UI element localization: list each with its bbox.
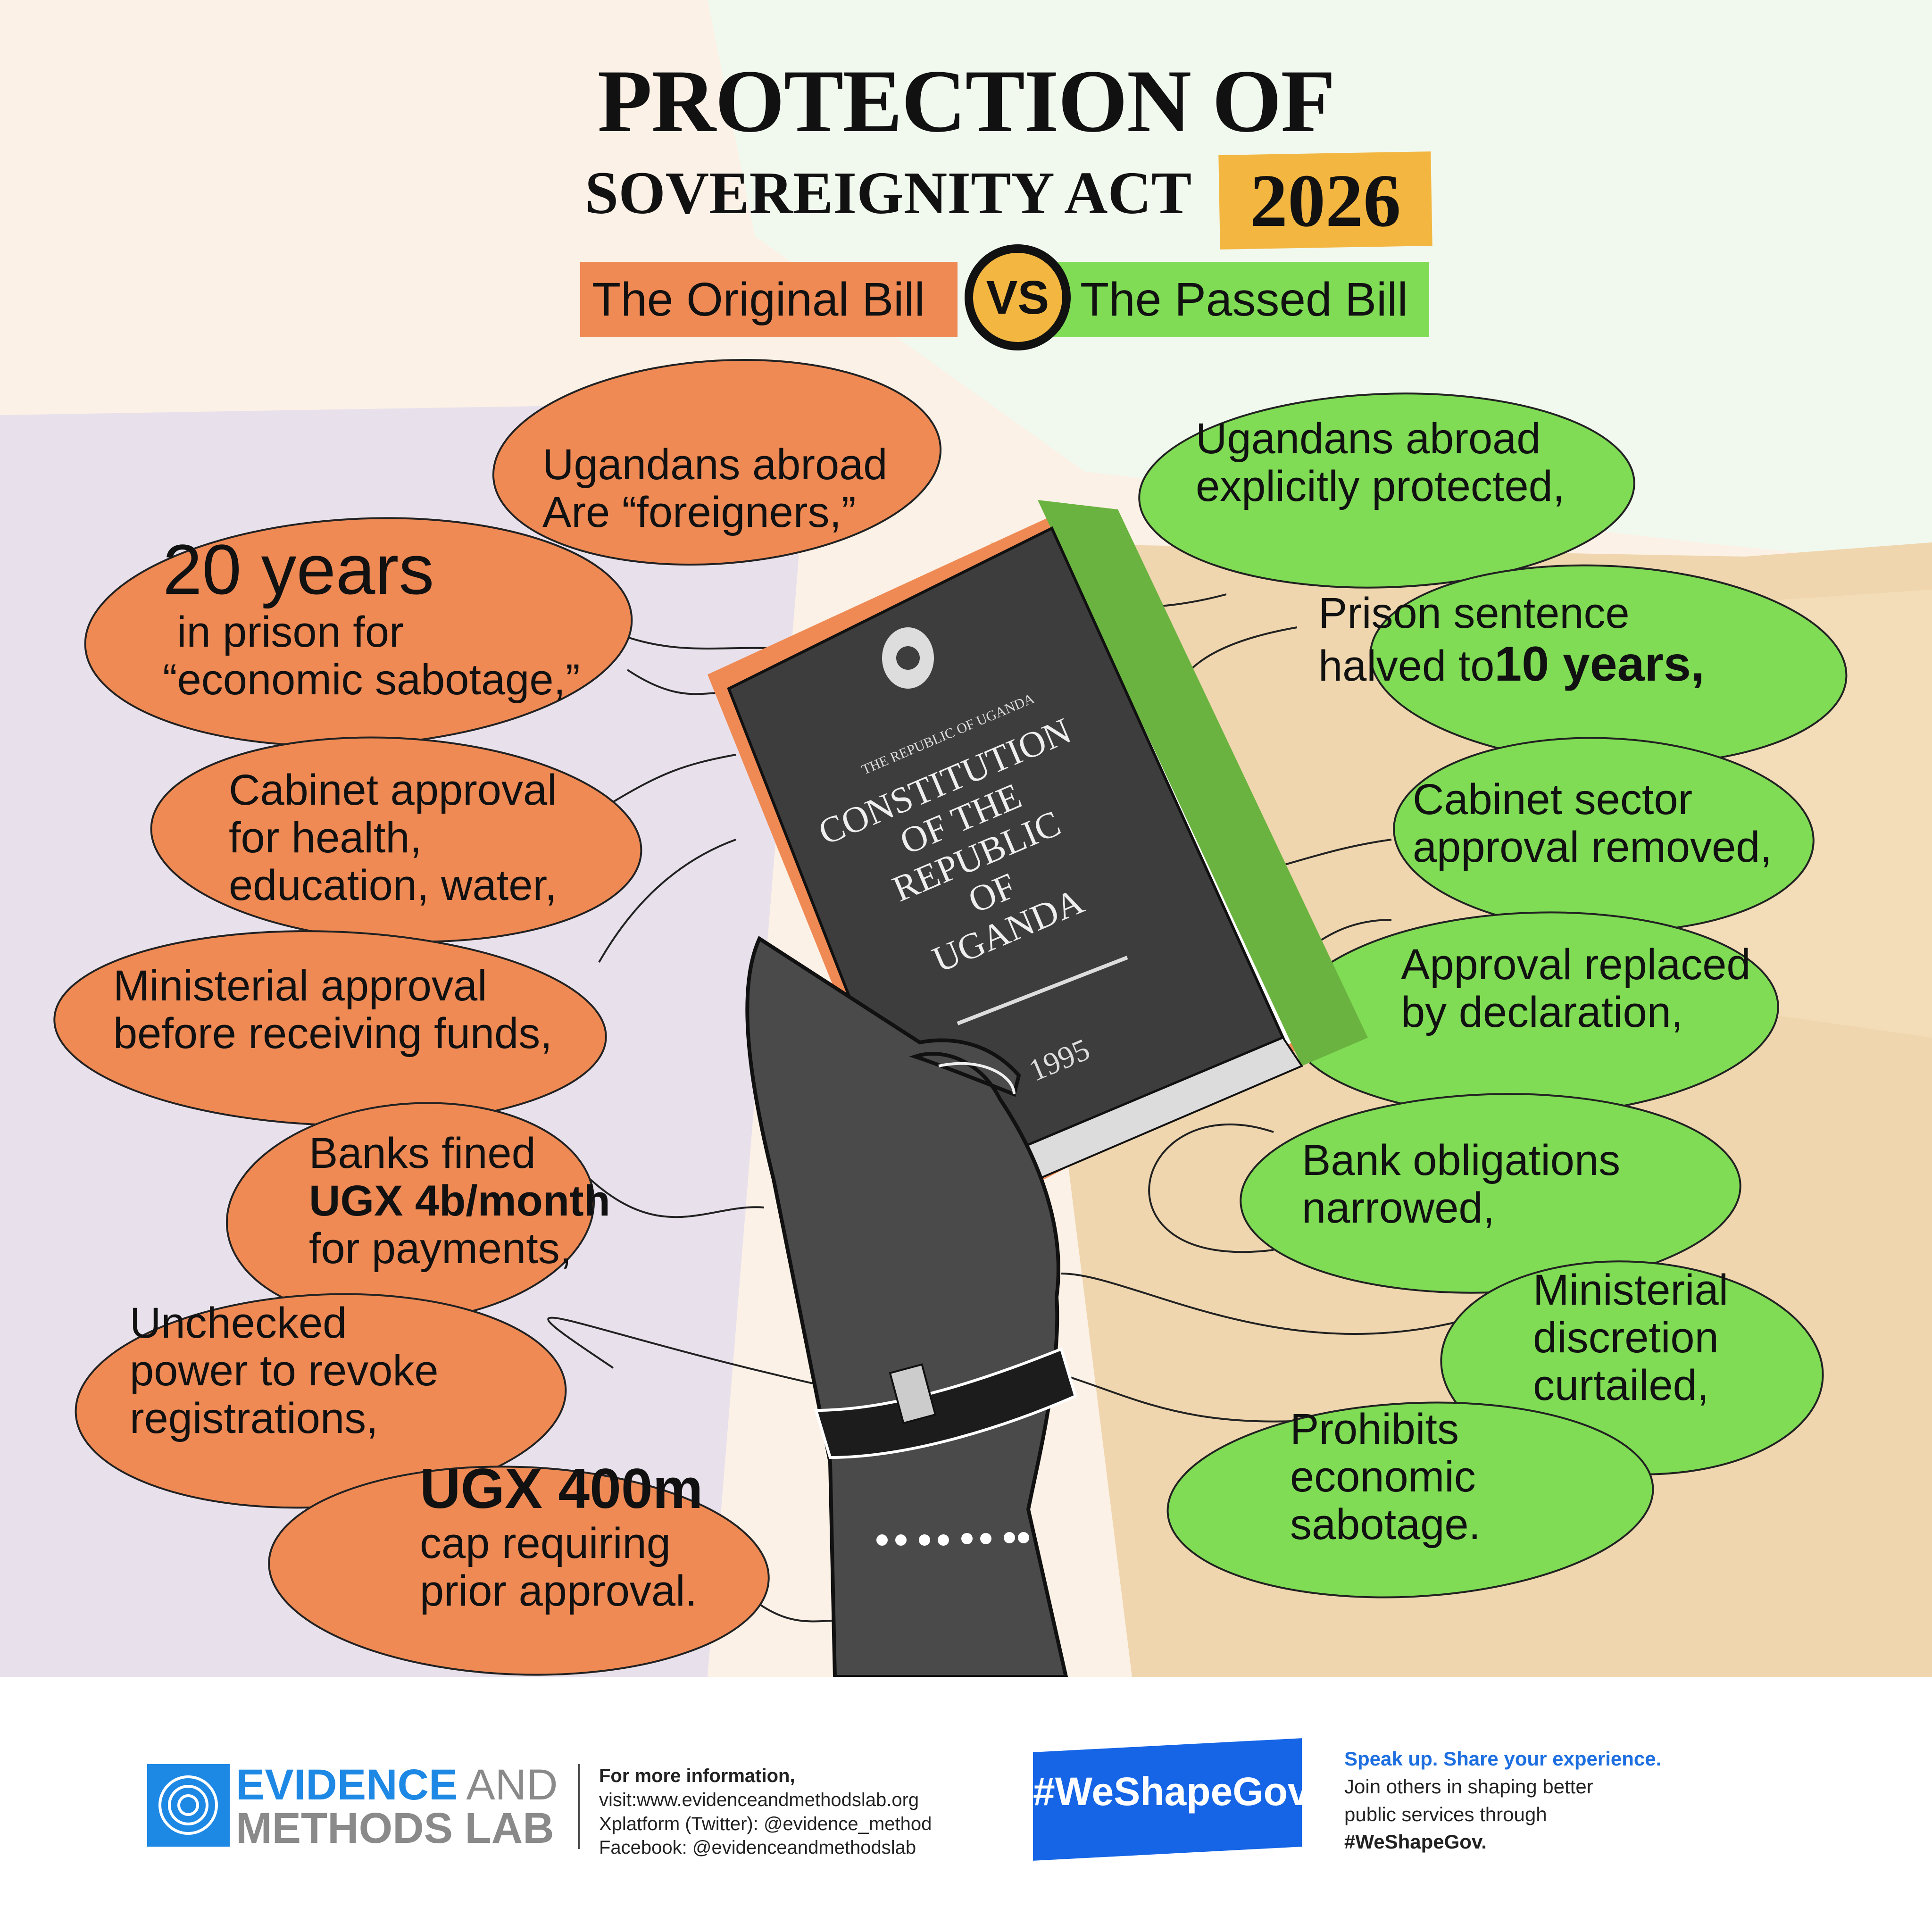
bullet-line: power to revoke <box>130 1347 439 1395</box>
original-bullet-4: Ministerial approval before receiving fu… <box>113 962 552 1058</box>
bullet-line: Cabinet approval <box>229 766 557 814</box>
fingerprint-logo-icon <box>147 1764 230 1847</box>
passed-bullet-4: Approval replaced by declaration, <box>1401 941 1751 1036</box>
org-line-2: METHODS LAB <box>236 1804 554 1852</box>
bullet-line: Banks fined <box>309 1129 536 1177</box>
call-to-action: Speak up. Share your experience. Join ot… <box>1344 1745 1661 1856</box>
passed-bullet-2: Prison sentence halved to10 years, <box>1318 589 1705 692</box>
cta-line: public services through <box>1344 1803 1547 1825</box>
passed-bullet-6: Ministerial discretion curtailed, <box>1533 1266 1728 1410</box>
bullet-line: before receiving funds, <box>113 1009 552 1058</box>
bullet-line: by declaration, <box>1401 988 1683 1037</box>
original-bullet-1: Ugandans abroad Are “foreigners,” <box>542 441 887 536</box>
bullet-line: curtailed, <box>1533 1361 1709 1410</box>
bullet-line: Ugandans abroad <box>1196 415 1541 463</box>
passed-bullet-5: Bank obligations narrowed, <box>1302 1136 1621 1232</box>
bullet-line: narrowed, <box>1302 1184 1495 1232</box>
footer <box>0 1677 1932 1932</box>
passed-bill-label: The Passed Bill <box>1080 273 1408 326</box>
hashtag: #WeShapeGov <box>1033 1769 1310 1814</box>
bullet-line: economic <box>1290 1453 1476 1501</box>
original-bullet-7: UGX 400m cap requiring prior approval. <box>420 1457 703 1615</box>
bullet-line: Ministerial approval <box>113 962 487 1010</box>
bullet-emphasis: 10 years, <box>1494 637 1705 692</box>
bullet-line: halved to <box>1318 642 1495 691</box>
original-bill-label: The Original Bill <box>592 273 925 326</box>
bullet-line: Cabinet sector <box>1413 775 1693 824</box>
bullet-line: prior approval. <box>420 1567 698 1616</box>
facebook-handle[interactable]: Facebook: @evidenceandmethodslab <box>599 1837 916 1858</box>
bullet-line: registrations, <box>130 1394 378 1443</box>
title-line-1: PROTECTION OF <box>597 52 1336 151</box>
title-line-2: SOVEREIGNITY ACT <box>585 159 1192 226</box>
org-and: AND <box>466 1761 558 1809</box>
bullet-line: Prison sentence <box>1318 589 1630 637</box>
cta-line: Join others in shaping better <box>1344 1775 1593 1798</box>
passed-bullet-1: Ugandans abroad explicitly protected, <box>1196 415 1565 510</box>
passed-bullet-7: Prohibits economic sabotage. <box>1290 1405 1481 1549</box>
cta-heading: Speak up. Share your experience. <box>1344 1748 1662 1770</box>
bullet-line: “economic sabotage,” <box>163 656 580 704</box>
bullet-line: in prison for <box>177 608 404 656</box>
passed-bill-banner <box>1052 262 1429 337</box>
bullet-line: education, water, <box>229 861 557 910</box>
website-link[interactable]: visit:www.evidenceandmethodslab.org <box>599 1789 919 1810</box>
original-bill-banner <box>580 262 958 337</box>
bullet-line: Are “foreigners,” <box>542 488 856 537</box>
passed-bullet-3: Cabinet sector approval removed, <box>1413 775 1772 872</box>
bullet-line: Bank obligations <box>1302 1136 1621 1184</box>
bullet-line: discretion <box>1533 1314 1719 1362</box>
info-heading: For more information, <box>599 1765 795 1786</box>
footer-divider <box>578 1764 580 1849</box>
original-bullet-5: Banks fined UGX 4b/month for payments, <box>309 1129 610 1273</box>
bullet-line: cap requiring <box>420 1519 671 1567</box>
original-bullet-6: Unchecked power to revoke registrations, <box>130 1299 439 1443</box>
bullet-line: approval removed, <box>1413 823 1772 872</box>
bullet-line: sabotage. <box>1290 1500 1481 1549</box>
bullet-emphasis: 20 years <box>163 530 434 609</box>
org-line-1: EVIDENCE <box>236 1761 458 1809</box>
bullet-line: for health, <box>229 814 422 862</box>
twitter-handle[interactable]: Xplatform (Twitter): @evidence_method <box>599 1813 932 1834</box>
bullet-line: Ugandans abroad <box>542 441 888 489</box>
bullet-line: Ministerial <box>1533 1266 1729 1314</box>
bullet-emphasis: UGX 4b/month <box>309 1177 610 1225</box>
bullet-line: Approval replaced <box>1401 941 1751 989</box>
bullet-line: Unchecked <box>130 1299 347 1347</box>
bullet-line: Prohibits <box>1290 1405 1459 1453</box>
original-bullet-3: Cabinet approval for health, education, … <box>229 766 557 910</box>
bullet-emphasis: UGX 400m <box>420 1457 703 1520</box>
original-bullet-2: 20 years in prison for “economic sabotag… <box>163 531 580 704</box>
title-year: 2026 <box>1250 158 1401 242</box>
contact-info: For more information, visit:www.evidence… <box>599 1764 932 1860</box>
bullet-line: for payments, <box>309 1224 572 1273</box>
cta-hashtag: #WeShapeGov. <box>1344 1831 1487 1853</box>
bullet-line: explicitly protected, <box>1196 462 1565 511</box>
